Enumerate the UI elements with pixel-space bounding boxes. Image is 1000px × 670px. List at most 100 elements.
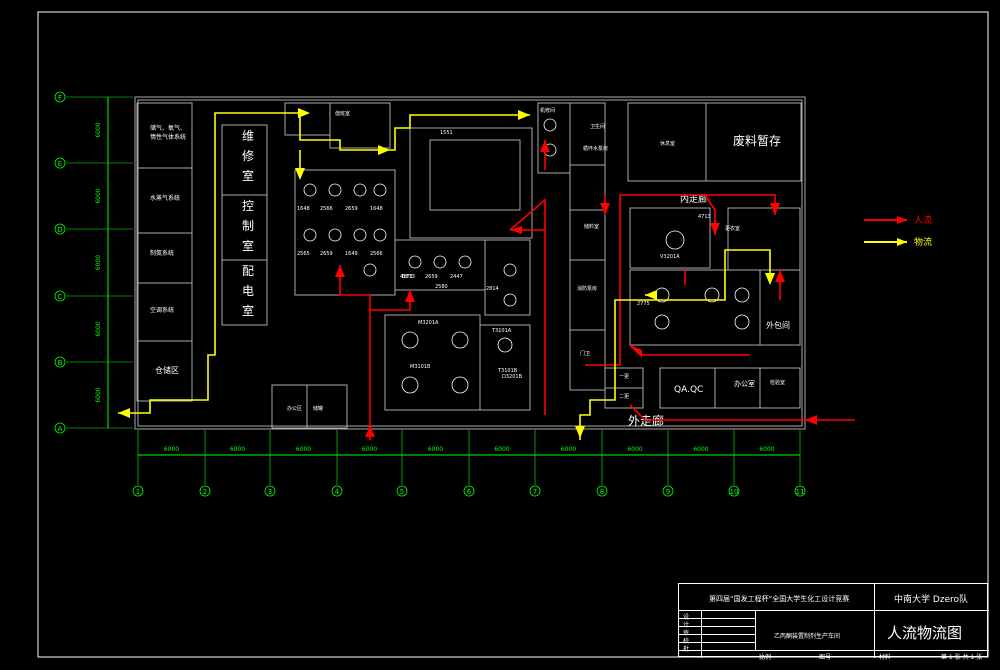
room-label-vertical: 制 [242,219,254,233]
row-axis-bubble [54,223,66,235]
equipment-label: 4713 [698,214,711,220]
small-room-label: 消防泵房 [577,285,597,292]
small-room-label: 休息室 [660,140,675,147]
room-label-left: 储气、氧气、 [150,124,186,132]
title-block-row-line [679,650,755,651]
room-label-vertical: 室 [242,303,254,318]
row-axis-bubble [54,157,66,169]
col-axis-bubble [331,485,343,497]
col-axis-label: 3 [268,488,272,496]
equipment-label: 1648 [370,206,383,212]
room-label-left: 惰性气体系统 [150,133,186,141]
small-room-label: 办公区 [287,405,302,412]
col-dimension: 6000 [362,446,377,453]
col-dimension: 6000 [561,446,576,453]
equipment-label: 2659 [425,274,438,280]
col-dimension: 6000 [627,446,642,453]
col-axis-label: 7 [533,488,537,496]
project-name: 乙丙酮装置制剂生产车间 [774,633,841,640]
col-dimension: 6000 [494,446,509,453]
col-axis-label: 2 [203,488,207,496]
col-axis-bubble [396,485,408,497]
equipment-label: M3201A [418,320,439,326]
title-block-row-label: 批 [683,644,689,653]
small-room-label: 一更 [619,374,629,380]
equipment-label: 1649 [345,251,358,257]
footer-scale: 比例 [759,654,772,661]
grid-axes: 1600026000360004600056000660007600086000… [54,91,806,497]
col-axis-bubble [529,485,541,497]
row-dimension: 6000 [95,321,102,336]
row-axis-label: B [58,359,63,367]
equipment-label: 2447 [450,274,463,280]
col-axis-label: 1 [136,488,140,496]
room-label-right: 外包间 [766,320,790,330]
col-dimension: 6000 [428,446,443,453]
col-dimension: 6000 [296,446,311,453]
row-axis-label: A [58,425,63,433]
col-axis-bubble [794,485,806,497]
material-flow-arrows [118,108,775,438]
material-flow-lines [118,112,771,440]
col-axis-label: 9 [666,488,670,496]
equipment-label: 4273 [400,274,413,280]
people-flow-arrows [335,140,817,437]
footer-drawing-no: 图号 [819,654,832,661]
small-room-label: 二更 [619,394,629,400]
title-block-row-label: 校 [683,636,689,645]
col-dimension: 6000 [164,446,179,453]
room-label-vertical: 电 [242,284,254,298]
title-block-row-label: 设 [683,612,689,621]
small-room-label: 检验室 [770,379,785,386]
room-labels: 储气、氧气、惰性气体系统水蒸气系统制氮系统空调系统仓储区维修室控制室配电室废料暂… [150,107,790,428]
small-room-label: 机修间 [540,107,555,114]
col-dimension: 6000 [759,446,774,453]
row-dimension: 6000 [95,387,102,402]
room-label-vertical: 控 [242,199,254,213]
col-axis-label: 8 [600,488,604,496]
title-block-divider-h2 [679,650,989,651]
room-label-right: 废料暂存 [733,133,781,148]
room-label-right: 内走廊 [680,193,707,205]
row-dimension: 6000 [95,188,102,203]
legend: 人流 物流 [862,212,952,252]
footer-sheet: 第 1 张 共 1 张 [941,654,983,661]
competition-title: 第四届“国发工程杯”全国大学生化工设计竞赛 [709,595,850,603]
title-block-row-label: 计 [683,620,689,629]
col-axis-label: 10 [730,488,739,496]
col-axis-label: 5 [400,488,404,496]
room-label-right: 更衣室 [725,225,740,232]
title-block-row-line [679,626,755,627]
equipment-label: D3201B [502,374,523,380]
room-label-vertical: 修 [242,148,254,163]
title-block-row-label: 审 [683,628,689,637]
col-axis-bubble [728,485,740,497]
col-dimension: 6000 [693,446,708,453]
equipment-symbols [303,118,750,394]
row-axis-label: E [58,160,62,168]
equipment-label: 2659 [320,251,333,257]
col-axis-bubble [199,485,211,497]
room-label-left: 水蒸气系统 [150,194,180,202]
title-block: 第四届“国发工程杯”全国大学生化工设计竞赛 中南大学 Dzero队 乙丙酮装置制… [678,583,989,661]
small-room-label: 储料室 [584,223,599,230]
equipment-label: T3101B [497,368,518,374]
equipment-label: 2566 [370,251,383,257]
equipment-label: V3201A [660,254,680,260]
room-label-vertical: 维 [242,129,254,143]
room-label-vertical: 配 [242,264,254,278]
room-label-left: 制氮系统 [150,249,174,257]
col-axis-label: 11 [796,488,805,496]
school-team: 中南大学 Dzero队 [894,595,969,605]
interior-walls [136,102,802,429]
equipment-label: 2659 [345,206,358,212]
room-label-right: 办公室 [734,379,755,388]
row-axis-bubble [54,422,66,434]
small-room-label: 循环水泵房 [583,145,608,152]
col-dimension: 6000 [230,446,245,453]
row-dimension: 6000 [95,255,102,270]
equipment-label: 2580 [435,284,448,290]
equipment-label: B813 [402,274,415,280]
room-label-vertical: 室 [242,168,254,183]
